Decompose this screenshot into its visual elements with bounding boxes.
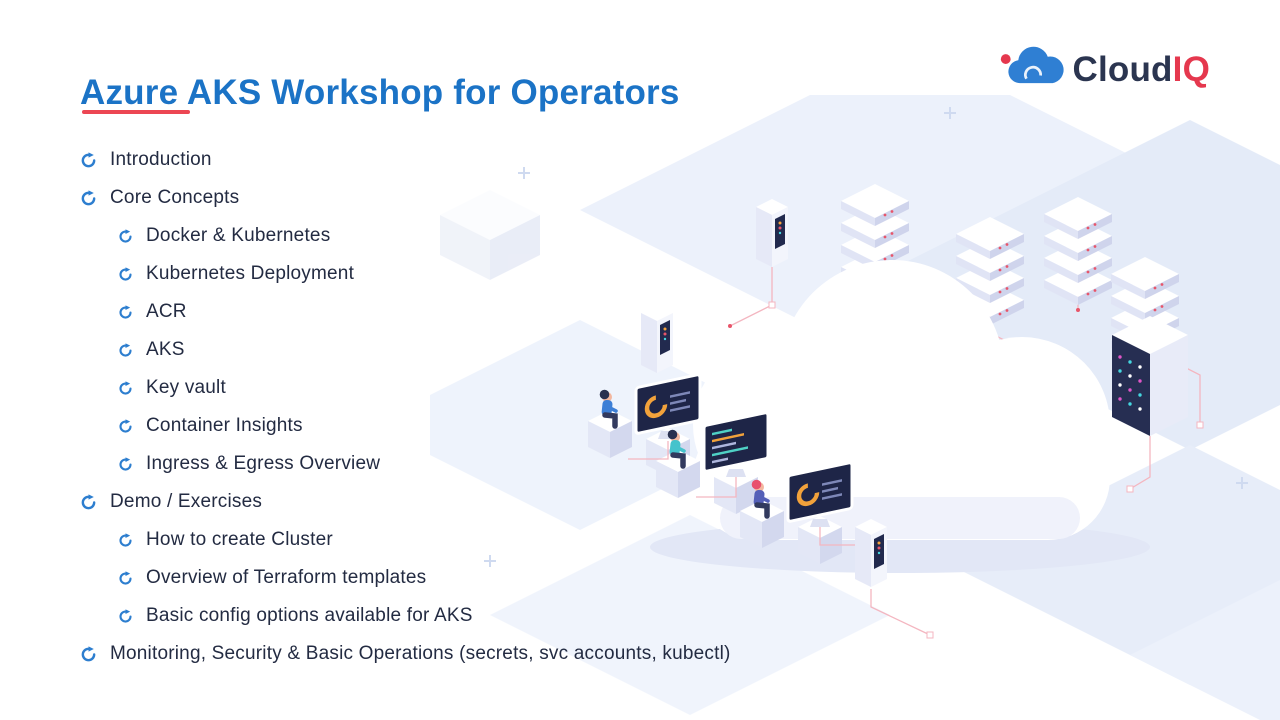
agenda-item: Docker & Kubernetes	[118, 217, 731, 255]
circuit-lines-front	[628, 436, 1151, 636]
agenda-item: Introduction	[80, 141, 731, 179]
arrow-bullet-icon	[80, 189, 97, 207]
arrow-bullet-icon	[118, 342, 133, 358]
logo-text-accent: IQ	[1172, 50, 1210, 89]
cloudiq-logo: CloudIQ	[997, 46, 1211, 94]
server-tower-icon	[855, 519, 887, 587]
arrow-bullet-icon	[118, 608, 133, 624]
agenda-item-label: Kubernetes Deployment	[146, 263, 355, 284]
pale-box-shape	[440, 190, 540, 280]
person-figure	[667, 429, 686, 469]
agenda-item: Container Insights	[118, 407, 731, 445]
agenda-item: How to create Cluster	[118, 521, 731, 559]
agenda-item-label: Demo / Exercises	[110, 491, 263, 512]
arrow-bullet-icon	[118, 532, 133, 548]
agenda-item-label: Ingress & Egress Overview	[146, 453, 381, 474]
workstation	[656, 410, 770, 514]
agenda-item: Ingress & Egress Overview	[118, 445, 731, 483]
agenda-item: Kubernetes Deployment	[118, 255, 731, 293]
arrow-bullet-icon	[80, 493, 97, 511]
agenda-item: ACR	[118, 293, 731, 331]
agenda-item: Key vault	[118, 369, 731, 407]
cloud-infrastructure-illustration	[430, 95, 1280, 720]
cloud-logo-icon	[1000, 46, 1064, 84]
arrow-bullet-icon	[118, 380, 133, 396]
logo-text-primary: Cloud	[1072, 50, 1173, 89]
title-underline	[82, 110, 190, 114]
person-figure	[751, 479, 770, 519]
server-tower-icon	[756, 199, 788, 267]
agenda-item: Basic config options available for AKS	[118, 597, 731, 635]
logo-text: CloudIQ	[1073, 50, 1211, 90]
agenda-item-label: Docker & Kubernetes	[146, 225, 331, 246]
arrow-bullet-icon	[80, 151, 97, 169]
arrow-bullet-icon	[80, 645, 97, 663]
agenda-item-label: AKS	[146, 339, 185, 360]
agenda-list: Introduction Core Concepts Docker & Kube…	[80, 141, 731, 673]
agenda-item-label: How to create Cluster	[146, 529, 333, 550]
agenda-item: Demo / Exercises	[80, 483, 731, 521]
arrow-bullet-icon	[118, 304, 133, 320]
agenda-item-label: Core Concepts	[110, 187, 240, 208]
agenda-item-label: ACR	[146, 301, 187, 322]
agenda-item: Overview of Terraform templates	[118, 559, 731, 597]
workstation	[740, 462, 852, 564]
agenda-item-label: Monitoring, Security & Basic Operations …	[110, 643, 731, 664]
arrow-bullet-icon	[118, 570, 133, 586]
agenda-item-label: Overview of Terraform templates	[146, 567, 427, 588]
server-cabinet-icon	[1112, 316, 1188, 436]
arrow-bullet-icon	[118, 228, 133, 244]
workstation	[588, 374, 700, 476]
agenda-item-label: Key vault	[146, 377, 226, 398]
agenda-item: AKS	[118, 331, 731, 369]
agenda-item-label: Introduction	[110, 149, 212, 170]
agenda-item: Monitoring, Security & Basic Operations …	[80, 635, 731, 673]
arrow-bullet-icon	[118, 418, 133, 434]
person-figure	[599, 389, 618, 429]
arrow-bullet-icon	[118, 456, 133, 472]
agenda-item: Core Concepts	[80, 179, 731, 217]
arrow-bullet-icon	[118, 266, 133, 282]
agenda-item-label: Basic config options available for AKS	[146, 605, 473, 626]
page-title: Azure AKS Workshop for Operators	[80, 73, 680, 113]
circuit-nodes-front	[926, 485, 1134, 639]
agenda-item-label: Container Insights	[146, 415, 303, 436]
